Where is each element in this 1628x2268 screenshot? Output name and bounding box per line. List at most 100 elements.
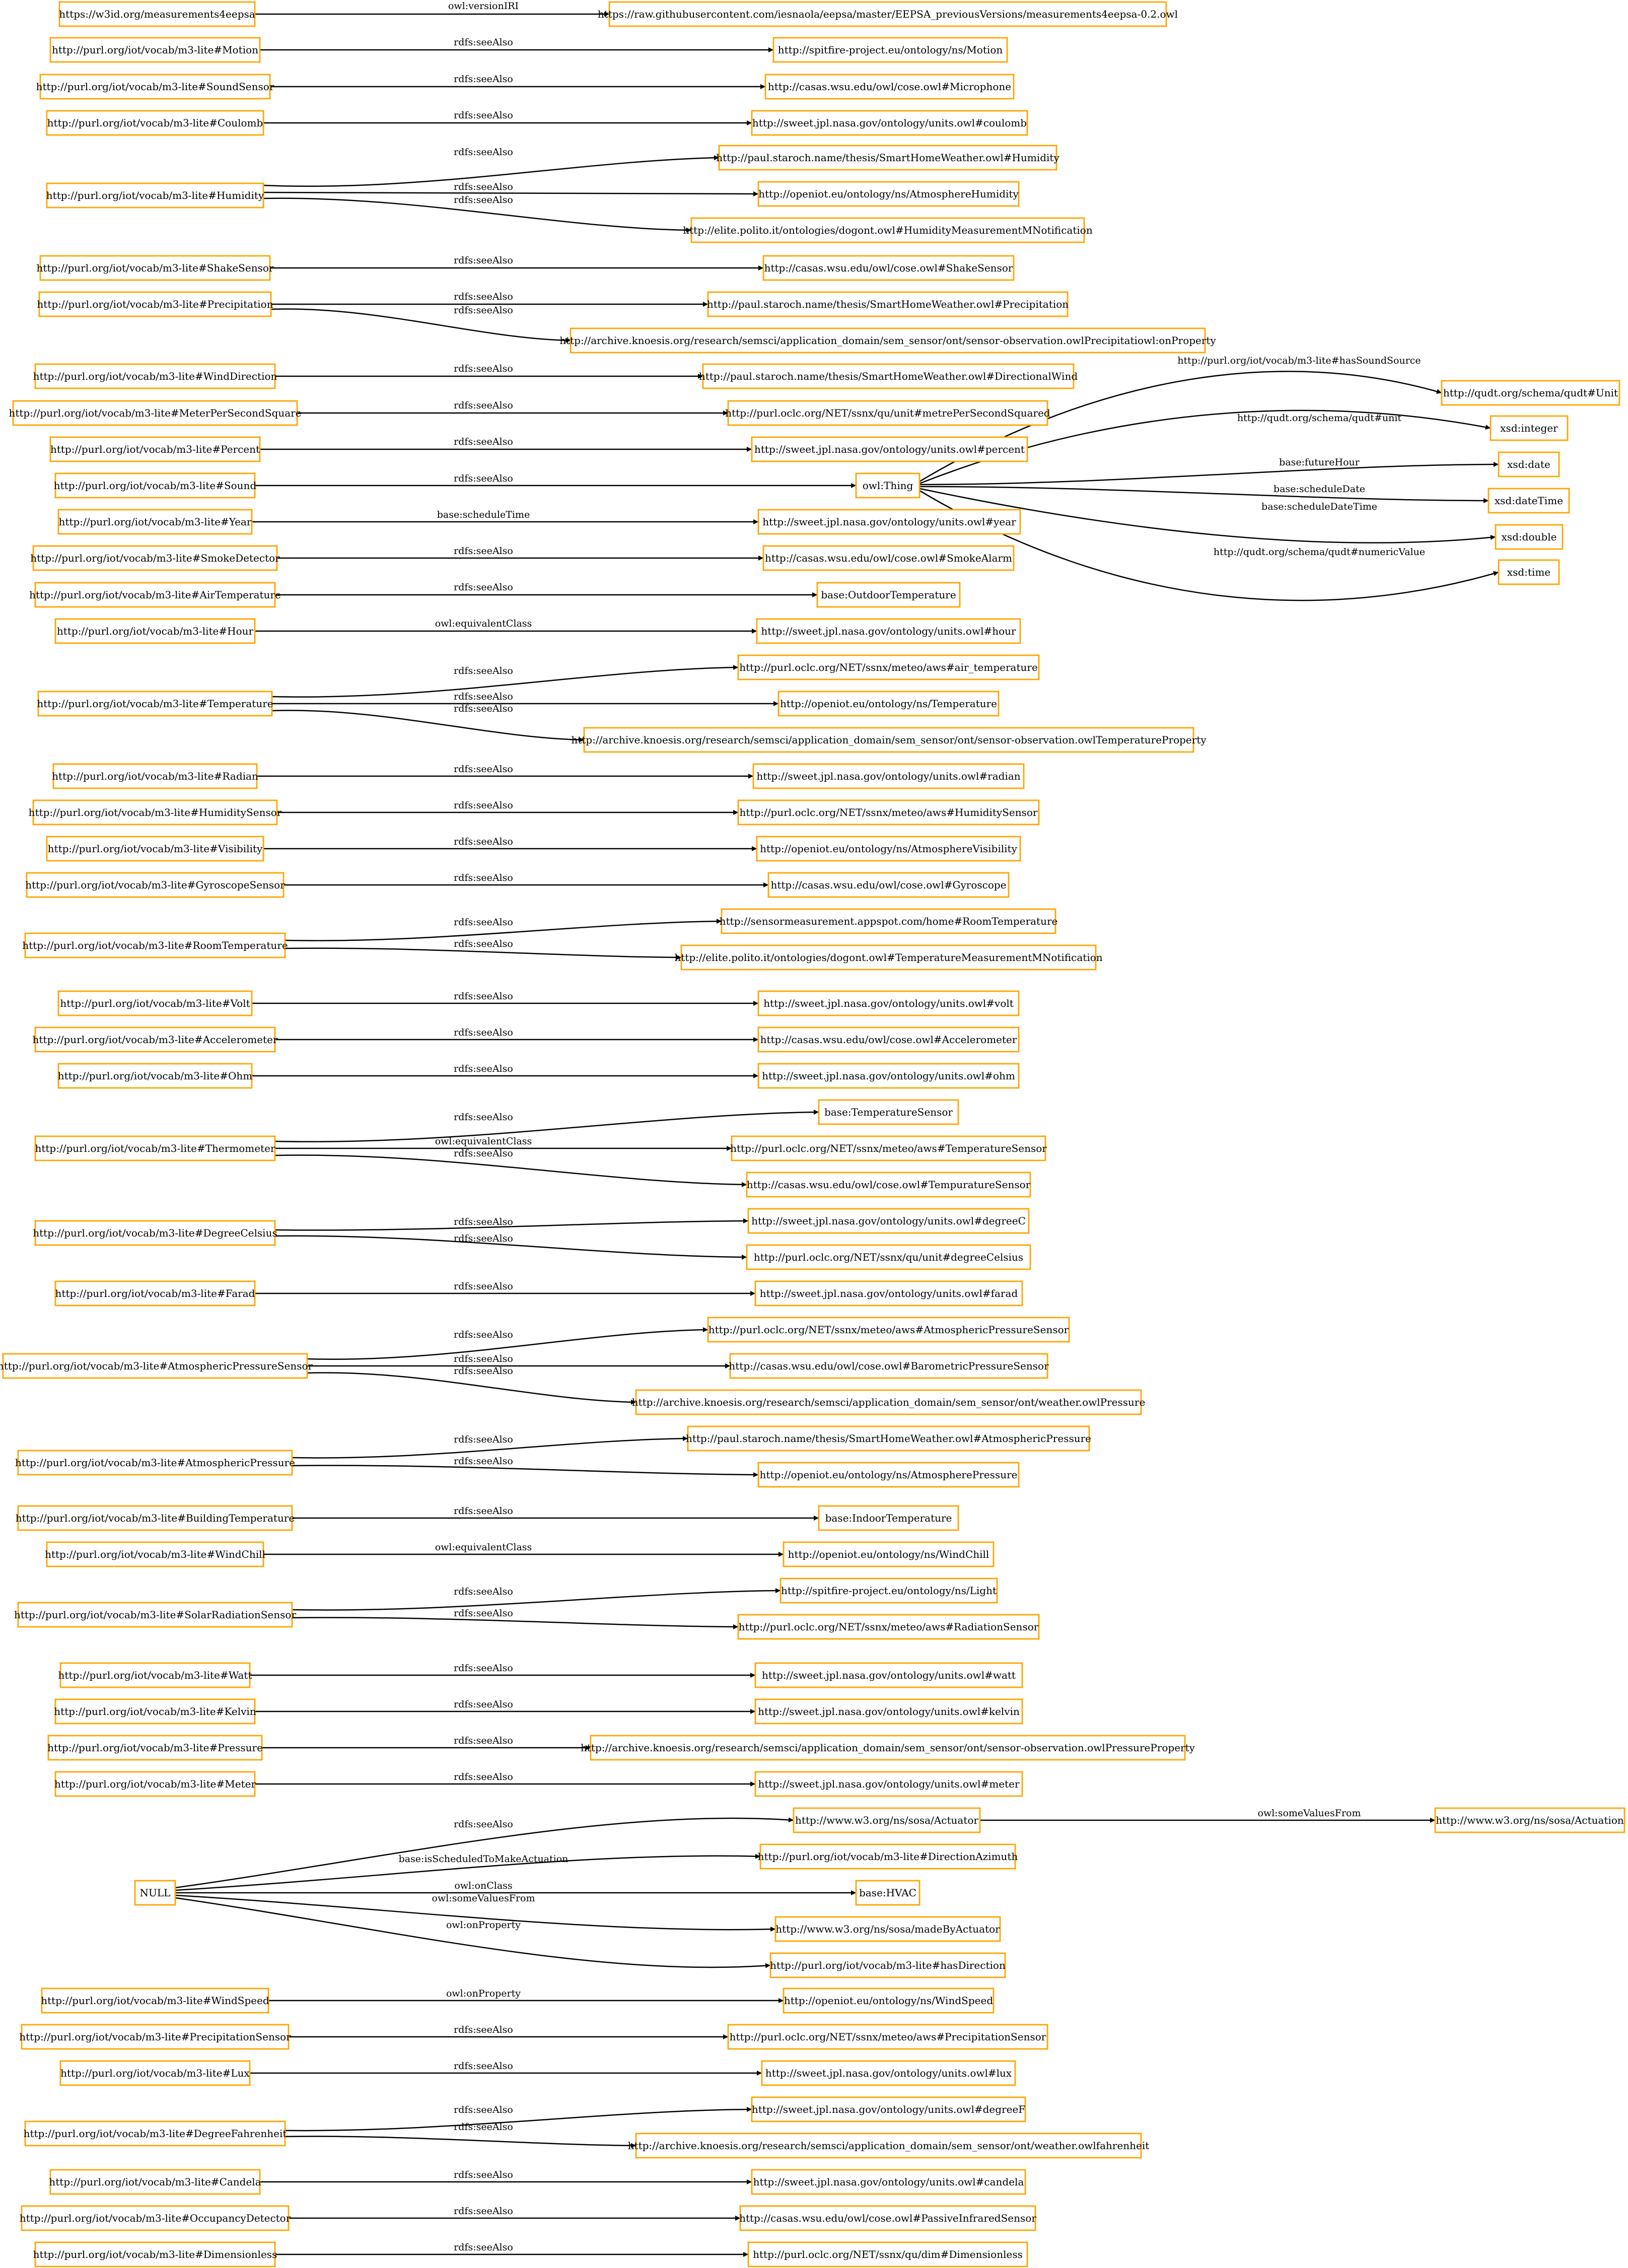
node-n56[interactable]: http://purl.org/iot/vocab/m3-lite#Accele… xyxy=(33,1026,278,1053)
node-n74[interactable]: http://paul.staroch.name/thesis/SmartHom… xyxy=(686,1425,1091,1452)
node-n47[interactable]: http://purl.org/iot/vocab/m3-lite#Visibi… xyxy=(46,836,264,862)
node-n91[interactable]: NULL xyxy=(134,1880,176,1906)
node-n52[interactable]: http://sensormeasurement.appspot.com/hom… xyxy=(720,908,1058,934)
node-n1[interactable]: https://raw.githubusercontent.com/iesnao… xyxy=(598,1,1178,27)
node-n28[interactable]: xsd:dateTime xyxy=(1488,488,1570,514)
node-n102[interactable]: http://purl.org/iot/vocab/m3-lite#Lux xyxy=(59,2060,251,2086)
node-n79[interactable]: http://openiot.eu/ontology/ns/WindChill xyxy=(783,1541,995,1567)
node-n92[interactable]: http://www.w3.org/ns/sosa/Actuator xyxy=(793,1807,981,1833)
node-n41[interactable]: http://openiot.eu/ontology/ns/Temperatur… xyxy=(777,691,1000,717)
node-n18[interactable]: http://paul.staroch.name/thesis/SmartHom… xyxy=(699,363,1078,389)
node-n10[interactable]: http://openiot.eu/ontology/ns/Atmosphere… xyxy=(757,181,1020,207)
node-n46[interactable]: http://purl.oclc.org/NET/ssnx/meteo/aws#… xyxy=(737,799,1040,826)
node-n112[interactable]: http://purl.oclc.org/NET/ssnx/qu/dim#Dim… xyxy=(747,2241,1028,2267)
node-n8[interactable]: http://purl.org/iot/vocab/m3-lite#Humidi… xyxy=(46,182,264,209)
node-n78[interactable]: http://purl.org/iot/vocab/m3-lite#WindCh… xyxy=(45,1541,265,1567)
node-n108[interactable]: http://sweet.jpl.nasa.gov/ontology/units… xyxy=(751,2169,1026,2195)
node-n105[interactable]: http://sweet.jpl.nasa.gov/ontology/units… xyxy=(751,2096,1026,2122)
node-n53[interactable]: http://elite.polito.it/ontologies/dogont… xyxy=(674,944,1103,971)
node-n85[interactable]: http://purl.org/iot/vocab/m3-lite#Kelvin xyxy=(54,1698,256,1725)
node-n106[interactable]: http://archive.knoesis.org/research/sems… xyxy=(628,2133,1150,2159)
node-n4[interactable]: http://purl.org/iot/vocab/m3-lite#SoundS… xyxy=(36,74,274,100)
node-n37[interactable]: http://purl.org/iot/vocab/m3-lite#Hour xyxy=(54,618,256,644)
node-n33[interactable]: http://purl.org/iot/vocab/m3-lite#SmokeD… xyxy=(30,545,280,571)
node-n38[interactable]: http://sweet.jpl.nasa.gov/ontology/units… xyxy=(756,618,1021,644)
node-n110[interactable]: http://casas.wsu.edu/owl/cose.owl#Passiv… xyxy=(739,2205,1036,2231)
node-n27[interactable]: xsd:date xyxy=(1498,451,1560,477)
node-n36[interactable]: base:OutdoorTemperature xyxy=(816,582,961,608)
node-n43[interactable]: http://purl.org/iot/vocab/m3-lite#Radian xyxy=(52,763,258,789)
node-n89[interactable]: http://purl.org/iot/vocab/m3-lite#Meter xyxy=(54,1771,256,1797)
node-n62[interactable]: http://purl.oclc.org/NET/ssnx/meteo/aws#… xyxy=(730,1135,1047,1161)
node-n48[interactable]: http://openiot.eu/ontology/ns/Atmosphere… xyxy=(756,836,1021,862)
node-n67[interactable]: http://purl.org/iot/vocab/m3-lite#Farad xyxy=(54,1280,256,1307)
node-n34[interactable]: http://casas.wsu.edu/owl/cose.owl#SmokeA… xyxy=(762,545,1015,571)
node-n12[interactable]: http://purl.org/iot/vocab/m3-lite#ShakeS… xyxy=(37,255,274,281)
node-n63[interactable]: http://casas.wsu.edu/owl/cose.owl#Tempur… xyxy=(746,1172,1031,1198)
node-n32[interactable]: http://sweet.jpl.nasa.gov/ontology/units… xyxy=(757,509,1021,535)
node-n65[interactable]: http://sweet.jpl.nasa.gov/ontology/units… xyxy=(747,1208,1030,1234)
node-n97[interactable]: http://purl.org/iot/vocab/m3-lite#hasDir… xyxy=(769,1952,1006,1978)
node-n90[interactable]: http://sweet.jpl.nasa.gov/ontology/units… xyxy=(754,1771,1023,1797)
node-n103[interactable]: http://sweet.jpl.nasa.gov/ontology/units… xyxy=(761,2060,1016,2086)
node-n70[interactable]: http://purl.oclc.org/NET/ssnx/meteo/aws#… xyxy=(707,1317,1070,1343)
node-n75[interactable]: http://openiot.eu/ontology/ns/Atmosphere… xyxy=(757,1462,1020,1488)
node-n49[interactable]: http://purl.org/iot/vocab/m3-lite#Gyrosc… xyxy=(25,872,285,898)
node-n23[interactable]: http://purl.org/iot/vocab/m3-lite#Sound xyxy=(54,472,257,499)
node-n94[interactable]: http://purl.org/iot/vocab/m3-lite#Direct… xyxy=(758,1843,1018,1870)
node-n68[interactable]: http://sweet.jpl.nasa.gov/ontology/units… xyxy=(754,1280,1023,1307)
node-n82[interactable]: http://purl.oclc.org/NET/ssnx/meteo/aws#… xyxy=(737,1614,1040,1640)
node-n76[interactable]: http://purl.org/iot/vocab/m3-lite#Buildi… xyxy=(16,1505,295,1531)
node-n73[interactable]: http://purl.org/iot/vocab/m3-lite#Atmosp… xyxy=(15,1450,295,1476)
node-n104[interactable]: http://purl.org/iot/vocab/m3-lite#Degree… xyxy=(24,2120,287,2147)
node-n11[interactable]: http://elite.polito.it/ontologies/dogont… xyxy=(683,217,1093,243)
node-n29[interactable]: xsd:double xyxy=(1495,524,1564,550)
node-n93[interactable]: http://www.w3.org/ns/sosa/Actuation xyxy=(1434,1807,1625,1833)
node-n77[interactable]: base:IndoorTemperature xyxy=(818,1505,959,1531)
node-n61[interactable]: base:TemperatureSensor xyxy=(818,1099,959,1125)
node-n22[interactable]: http://sweet.jpl.nasa.gov/ontology/units… xyxy=(751,436,1028,462)
node-n42[interactable]: http://archive.knoesis.org/research/sems… xyxy=(571,727,1207,753)
node-n26[interactable]: xsd:integer xyxy=(1490,415,1569,441)
node-n81[interactable]: http://spitfire-project.eu/ontology/ns/L… xyxy=(780,1577,998,1604)
node-n51[interactable]: http://purl.org/iot/vocab/m3-lite#RoomTe… xyxy=(22,932,288,958)
node-n109[interactable]: http://purl.org/iot/vocab/m3-lite#Occupa… xyxy=(20,2205,291,2231)
node-n25[interactable]: http://qudt.org/schema/qudt#Unit xyxy=(1441,380,1620,406)
node-n7[interactable]: http://sweet.jpl.nasa.gov/ontology/units… xyxy=(751,110,1028,136)
node-n24[interactable]: owl:Thing xyxy=(855,472,921,499)
node-n50[interactable]: http://casas.wsu.edu/owl/cose.owl#Gyrosc… xyxy=(767,872,1010,898)
node-n111[interactable]: http://purl.org/iot/vocab/m3-lite#Dimens… xyxy=(33,2241,277,2267)
node-n17[interactable]: http://purl.org/iot/vocab/m3-lite#WindDi… xyxy=(33,363,277,389)
node-n88[interactable]: http://archive.knoesis.org/research/sems… xyxy=(581,1735,1195,1761)
node-n57[interactable]: http://casas.wsu.edu/owl/cose.owl#Accele… xyxy=(757,1026,1020,1053)
node-n15[interactable]: http://paul.staroch.name/thesis/SmartHom… xyxy=(707,291,1069,317)
node-n13[interactable]: http://casas.wsu.edu/owl/cose.owl#ShakeS… xyxy=(762,255,1015,281)
node-n95[interactable]: base:HVAC xyxy=(855,1880,921,1906)
node-n86[interactable]: http://sweet.jpl.nasa.gov/ontology/units… xyxy=(754,1698,1023,1725)
node-n64[interactable]: http://purl.org/iot/vocab/m3-lite#Degree… xyxy=(33,1220,277,1246)
node-n87[interactable]: http://purl.org/iot/vocab/m3-lite#Pressu… xyxy=(47,1735,263,1761)
node-n3[interactable]: http://spitfire-project.eu/ontology/ns/M… xyxy=(772,37,1008,63)
node-n71[interactable]: http://casas.wsu.edu/owl/cose.owl#Barome… xyxy=(729,1353,1049,1379)
node-n31[interactable]: http://purl.org/iot/vocab/m3-lite#Year xyxy=(57,509,253,535)
node-n0[interactable]: https://w3id.org/measurements4eepsa xyxy=(58,1,256,27)
node-n40[interactable]: http://purl.oclc.org/NET/ssnx/meteo/aws#… xyxy=(737,654,1040,680)
node-n101[interactable]: http://purl.oclc.org/NET/ssnx/meteo/aws#… xyxy=(727,2024,1048,2050)
node-n96[interactable]: http://www.w3.org/ns/sosa/madeByActuator xyxy=(774,1916,1001,1942)
node-n84[interactable]: http://sweet.jpl.nasa.gov/ontology/units… xyxy=(754,1662,1023,1688)
node-n83[interactable]: http://purl.org/iot/vocab/m3-lite#Watt xyxy=(58,1662,252,1688)
node-n80[interactable]: http://purl.org/iot/vocab/m3-lite#SolarR… xyxy=(14,1602,296,1628)
node-n21[interactable]: http://purl.org/iot/vocab/m3-lite#Percen… xyxy=(49,436,261,462)
node-n66[interactable]: http://purl.oclc.org/NET/ssnx/qu/unit#de… xyxy=(746,1244,1031,1270)
node-n99[interactable]: http://openiot.eu/ontology/ns/WindSpeed xyxy=(783,1987,995,2014)
node-n6[interactable]: http://purl.org/iot/vocab/m3-lite#Coulom… xyxy=(46,110,264,136)
node-n72[interactable]: http://archive.knoesis.org/research/sems… xyxy=(632,1389,1146,1415)
node-n44[interactable]: http://sweet.jpl.nasa.gov/ontology/units… xyxy=(752,763,1025,789)
node-n107[interactable]: http://purl.org/iot/vocab/m3-lite#Candel… xyxy=(49,2169,261,2195)
node-n59[interactable]: http://sweet.jpl.nasa.gov/ontology/units… xyxy=(757,1063,1020,1089)
node-n5[interactable]: http://casas.wsu.edu/owl/cose.owl#Microp… xyxy=(764,74,1015,100)
node-n39[interactable]: http://purl.org/iot/vocab/m3-lite#Temper… xyxy=(37,691,273,717)
node-n54[interactable]: http://purl.org/iot/vocab/m3-lite#Volt xyxy=(57,990,253,1016)
node-n55[interactable]: http://sweet.jpl.nasa.gov/ontology/units… xyxy=(757,990,1020,1016)
node-n14[interactable]: http://purl.org/iot/vocab/m3-lite#Precip… xyxy=(37,291,273,317)
